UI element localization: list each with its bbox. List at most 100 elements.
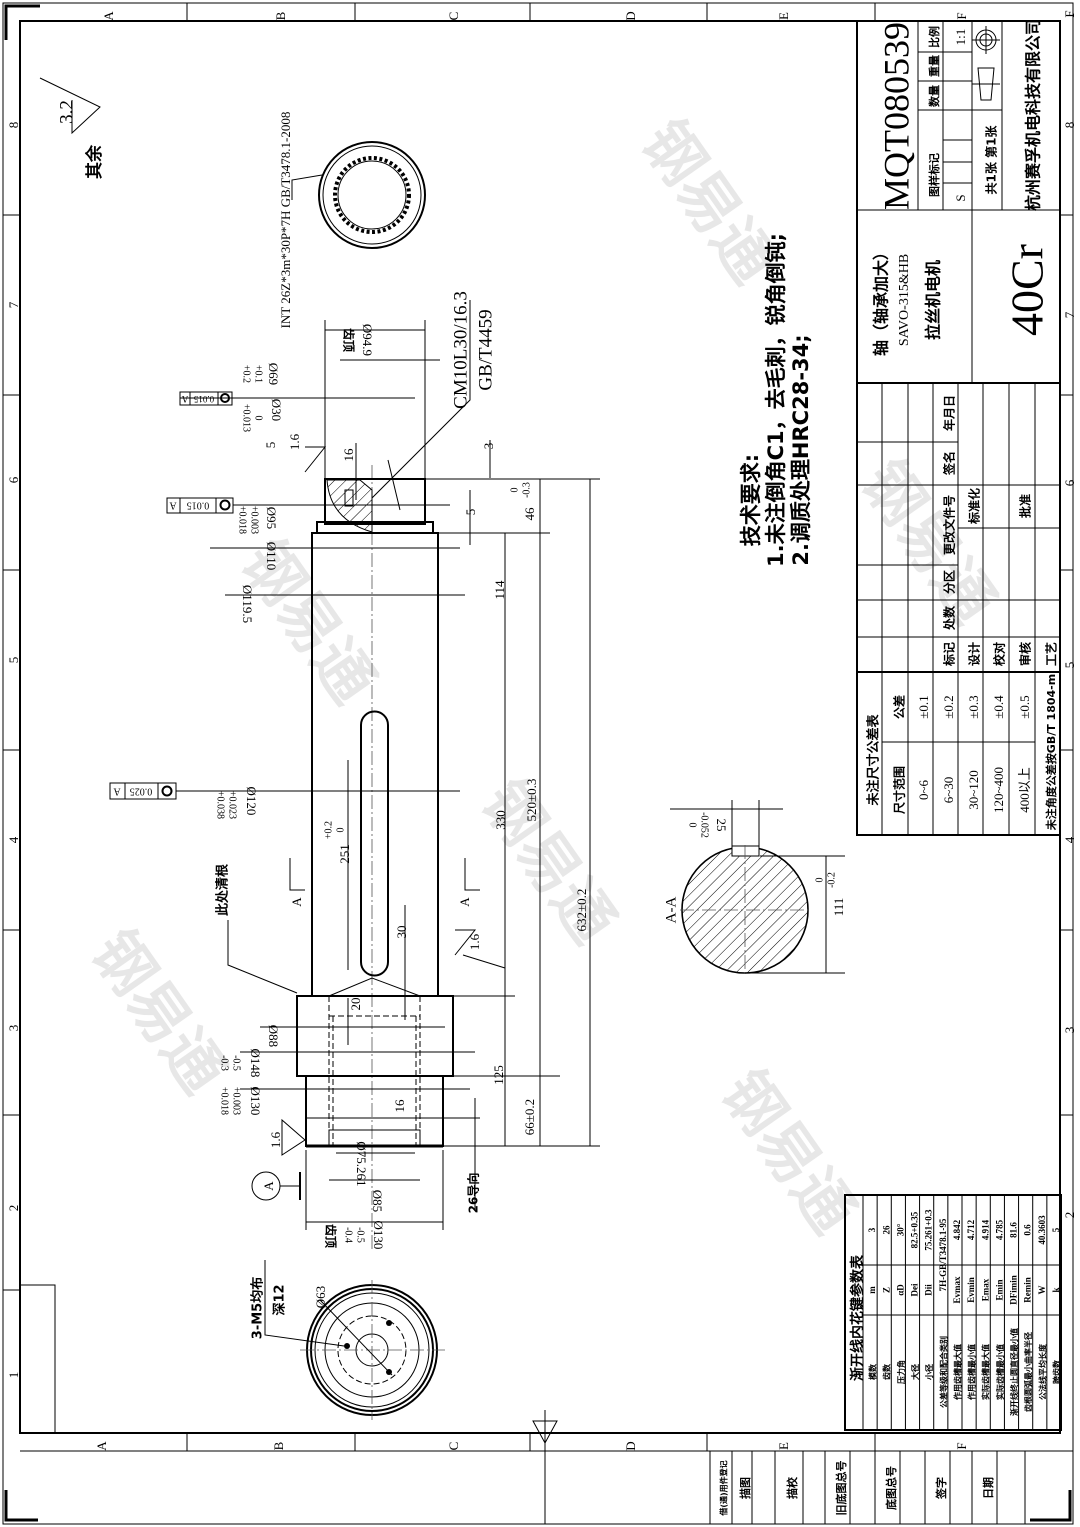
drawing-text: Ø110 (264, 542, 279, 570)
drawing-text: Ø75.261 (354, 1141, 369, 1186)
drawing-text: 632±0.2 (574, 889, 589, 932)
drawing-text: 校对 (992, 642, 1007, 666)
drawing-text: ±0.1 (916, 695, 931, 718)
spline-param-label: 压力角 (896, 1360, 906, 1384)
drawing-text: +0.2 (241, 365, 252, 383)
drawing-text: 0.015 (193, 394, 214, 404)
spline-param-label: 跨齿数 (1051, 1359, 1061, 1384)
drawing-text: 111 (831, 898, 846, 917)
drawing-text: 400以上 (1017, 767, 1032, 813)
projection-symbol (972, 67, 1000, 101)
drawing-text: +0.038 (215, 791, 226, 819)
spline-callout: INT 26Z*3m*30P*7H GB/T3478.1-2008 (278, 112, 293, 329)
drawing-text: +0.1 (253, 365, 264, 383)
drawing-text: 6~30 (941, 777, 956, 804)
spline-param-symbol: m (867, 1286, 877, 1294)
tolerance-frame: 0.025 A (109, 782, 177, 800)
drawing-text: 审核 (1018, 642, 1033, 666)
drawing-text: +0.003 (231, 1087, 242, 1115)
drawing-text: 分区 (942, 570, 957, 594)
shaft-end-view: 3-M5均布 深12 Ø63 (250, 1260, 445, 1420)
drawing-text: ±0.3 (966, 695, 981, 718)
datum-a-marker: A (251, 1171, 301, 1201)
drawing-number: MQT080539 (876, 22, 916, 210)
drawing-text: 0~6 (916, 779, 931, 800)
spline-param-value: 75.261+0.3 (924, 1209, 934, 1251)
zone-number: 4 (1062, 836, 1077, 843)
drawing-text: 标记 (942, 642, 957, 667)
holes-note: 3-M5均布 (250, 1277, 266, 1339)
drawing-text: Ø69 (266, 363, 281, 385)
tolerance-frame: 0.015 A (166, 497, 234, 514)
zone-letter: D (623, 11, 638, 20)
spline-param-label: 齿数 (882, 1363, 892, 1380)
drawing-text: 26导向 (466, 1173, 481, 1214)
spline-param-value: 3 (867, 1227, 877, 1232)
sheet-count: 共1张 第1张 (984, 125, 999, 195)
spline-param-label: 齿根圆弧最小曲率半径 (1023, 1332, 1033, 1412)
drawing-text: 25 (714, 819, 729, 832)
drawing-text: +0.003 (249, 506, 260, 534)
drawing-text: -0.3 (521, 482, 532, 498)
tolerance-table: 未注尺寸公差表 尺寸范围 公差 0~6 ±0.1 6~30 ±0.2 30~12… (856, 671, 1061, 836)
drawing-text: 251 (337, 844, 352, 864)
roughness-label: 其余 (84, 144, 105, 179)
drawing-text: 设计 (967, 642, 982, 666)
drawing-text: 0 (687, 823, 698, 828)
zone-labels: A B C D E F A B C D E F 1 2 3 4 5 6 7 8 … (6, 10, 1077, 1450)
revision-block: 年月日 签名 更改文件号 分区 处数 标记 设计 校对 审核 工艺 标准化 批准 (856, 382, 1061, 673)
zone-number: 4 (6, 836, 21, 843)
drawing-text: 114 (492, 580, 507, 600)
spline-param-symbol: Z (881, 1287, 891, 1293)
drawing-text: Ø119.5 (240, 585, 255, 623)
drawing-text: +0.023 (227, 791, 238, 819)
drawing-text: -0.4 (343, 1227, 354, 1243)
dim-tooth-tip: 齿顶 (342, 328, 357, 352)
local-roughness-symbols (281, 446, 506, 1156)
company-name: 杭州赛孚机电科技有限公司 (1024, 19, 1043, 211)
dim-d94-9: Ø94.9 (360, 324, 375, 356)
drawing-text: Ø130 (371, 1221, 386, 1250)
drawing-text: ±0.4 (991, 695, 1006, 719)
spline-param-value: 4.785 (994, 1219, 1004, 1240)
spline-param-label: 渐开线终止圆直径最小值 (1009, 1328, 1019, 1416)
drawing-text: 16 (341, 448, 356, 462)
drawing-text: 16 (392, 1099, 407, 1113)
zone-letter: F (954, 12, 969, 19)
drawing-text: 重量 (927, 55, 941, 77)
zone-number: 8 (6, 122, 21, 129)
drawing-text: Ø88 (266, 1025, 281, 1047)
drawing-text: Ø95 (264, 507, 279, 529)
drawing-text: 5 (463, 509, 478, 516)
drawing-text: 1.6 (287, 433, 302, 450)
drawing-text: 标准化 (967, 488, 982, 525)
drawing-text: 钢易通 (78, 918, 239, 1106)
section-cut-label: A (289, 897, 304, 907)
drawing-text: Ø85 (370, 1190, 385, 1212)
drawing-text: 更改文件号 (942, 495, 957, 555)
drawing-text: 处数 (942, 605, 957, 631)
drawing-text: Ø63 (313, 1286, 328, 1308)
drawing-text: Ø148 (248, 1049, 263, 1078)
drawing-text: +0.018 (219, 1087, 230, 1115)
spline-param-label: 实际齿槽最大值 (981, 1344, 991, 1400)
drawing-text: 钢易通 (468, 768, 629, 956)
product: 拉丝机电机 (924, 260, 943, 340)
drawing-text: 批准 (1018, 494, 1033, 518)
keyway-slot (360, 710, 389, 977)
drawing-text: 年月日 (942, 395, 957, 431)
spline-param-symbol: Evmin (966, 1277, 976, 1303)
spline-param-value: 81.6 (1009, 1222, 1019, 1238)
drawing-text: 尺寸范围 (892, 766, 907, 814)
section-cut-label: A (457, 897, 472, 907)
drawing-text: 1.6 (467, 933, 482, 950)
roughness-value: 3.2 (56, 100, 77, 124)
drawing-text: +0.013 (241, 404, 252, 432)
drawing-text: -0.5 (231, 1055, 242, 1071)
drawing-text: 图样标记 (927, 153, 941, 197)
drawing-text: 0.015 (187, 500, 210, 511)
spline-param-label: 实际齿槽最小值 (995, 1344, 1005, 1400)
concentricity-icon (219, 499, 231, 511)
center-hole-standard: GB/T4459 (475, 309, 496, 390)
concentricity-icon (161, 785, 173, 797)
